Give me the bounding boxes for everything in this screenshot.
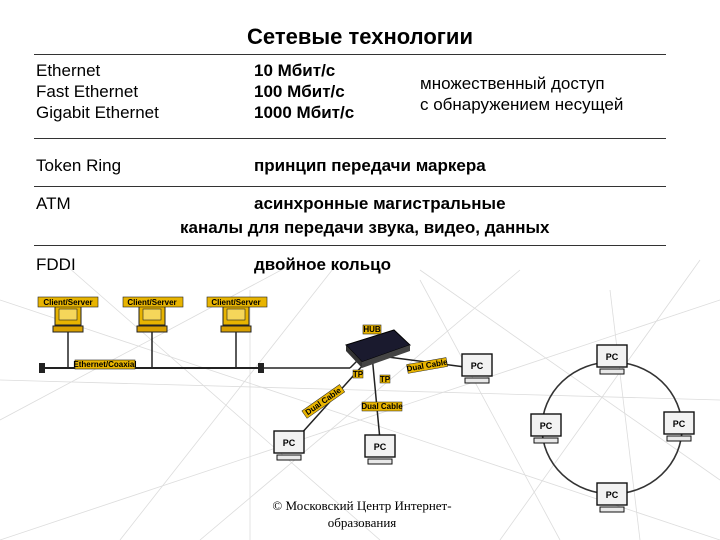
- ethernet-method-line-1: множественный доступ: [420, 74, 605, 93]
- divider: [34, 54, 666, 55]
- ethernet-speed: 10 Мбит/с: [254, 61, 336, 80]
- fddi-desc: двойное кольцо: [254, 255, 392, 274]
- fast-ethernet-speed: 100 Мбит/с: [254, 82, 345, 101]
- pc-label: PC: [606, 490, 619, 500]
- star-network: HUB TP TP Dual Cable Dual Cable Dual Cab…: [273, 324, 493, 465]
- client-server-label: Client/Server: [43, 298, 92, 307]
- pc-label: PC: [283, 438, 296, 448]
- pc-label: PC: [606, 352, 619, 362]
- ring-network: PC PC PC PC: [530, 344, 695, 513]
- ethernet-method: множественный доступ с обнаружением несу…: [420, 73, 623, 115]
- client-computer-icon: [52, 304, 84, 333]
- client-server-label: Client/Server: [211, 298, 260, 307]
- footer-line-1: © Московский Центр Интернет-: [272, 498, 452, 513]
- pc-label: PC: [471, 361, 484, 371]
- atm-desc-line-1: асинхронные магистральные: [254, 194, 506, 213]
- page-title: Сетевые технологии: [247, 24, 473, 49]
- tp-label: TP: [380, 375, 391, 384]
- gigabit-ethernet-name: Gigabit Ethernet: [36, 103, 159, 122]
- client-computer-icon: [136, 304, 168, 333]
- gigabit-ethernet-speed: 1000 Мбит/с: [254, 103, 355, 122]
- client-server-label: Client/Server: [127, 298, 176, 307]
- ethernet-names: Ethernet Fast Ethernet Gigabit Ethernet: [36, 60, 159, 123]
- token-ring-desc: принцип передачи маркера: [254, 156, 486, 175]
- dual-cable-label: Dual Cable: [361, 402, 403, 411]
- tp-label: TP: [353, 370, 364, 379]
- atm-desc-line-2: каналы для передачи звука, видео, данных: [180, 218, 550, 237]
- token-ring-name: Token Ring: [36, 156, 122, 175]
- coax-cable-label: Dual Cable: [304, 386, 343, 417]
- divider: [34, 186, 666, 187]
- pc-label: PC: [374, 442, 387, 452]
- bus-cable-label: Ethernet/Coaxial: [73, 360, 136, 369]
- ethernet-name: Ethernet: [36, 61, 101, 80]
- pc-label: PC: [540, 421, 553, 431]
- fast-ethernet-name: Fast Ethernet: [36, 82, 139, 101]
- ethernet-method-line-2: с обнаружением несущей: [420, 95, 624, 114]
- fddi-name: FDDI: [36, 255, 76, 274]
- footer-line-2: образования: [327, 515, 397, 530]
- network-diagram: Client/Server Client/Server Client/Serve…: [37, 296, 695, 513]
- bus-network: Client/Server Client/Server Client/Serve…: [37, 296, 361, 373]
- divider: [34, 138, 666, 139]
- hub-label: HUB: [363, 325, 381, 334]
- atm-name: ATM: [36, 194, 71, 213]
- pc-label: PC: [673, 419, 686, 429]
- client-computer-icon: [220, 304, 252, 333]
- footer-copyright: © Московский Центр Интернет- образования: [242, 497, 482, 531]
- divider: [34, 245, 666, 246]
- ethernet-speeds: 10 Мбит/с 100 Мбит/с 1000 Мбит/с: [254, 60, 354, 123]
